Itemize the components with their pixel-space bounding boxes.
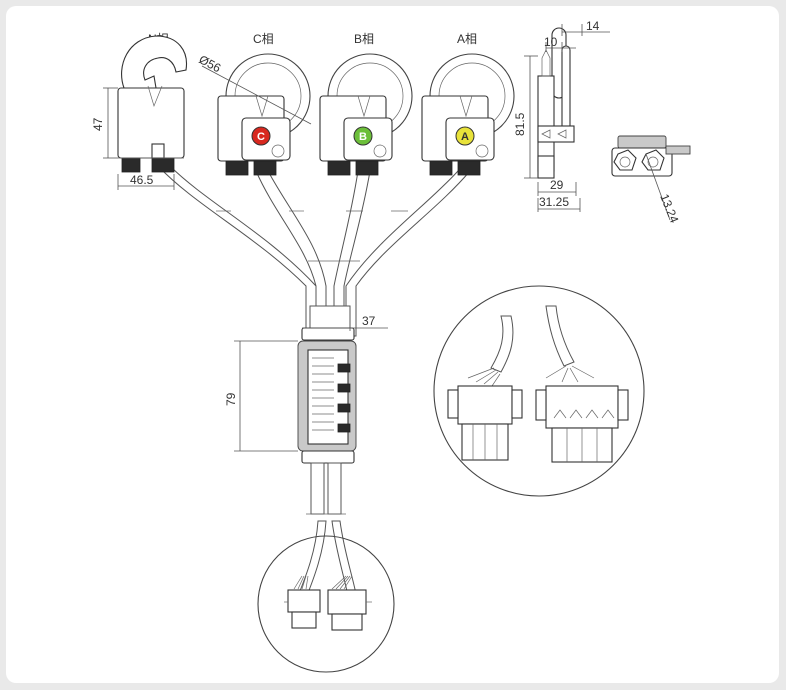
dimension-29-label: 29 bbox=[550, 178, 564, 192]
ct-clamp-c bbox=[217, 53, 311, 176]
dimension-10-label: 10 bbox=[544, 35, 558, 49]
dimension-31-25: 31.25 bbox=[537, 195, 581, 212]
lower-cables bbox=[297, 462, 357, 599]
phase-badge-a-icon: A bbox=[455, 126, 475, 146]
connector-housing bbox=[297, 305, 357, 464]
dimension-29: 29 bbox=[537, 178, 577, 196]
dimension-31-25-label: 31.25 bbox=[539, 195, 569, 209]
ct-end-view: 13.24 bbox=[611, 135, 691, 225]
drawing-card: N相 C相 B相 A相 C bbox=[6, 6, 779, 683]
dimension-46-5-label: 46.5 bbox=[130, 173, 154, 187]
phase-badge-c-icon: C bbox=[251, 126, 271, 146]
dimension-47: 47 bbox=[91, 87, 118, 159]
phase-badge-b-label: B bbox=[359, 131, 367, 143]
phase-badge-b-icon: B bbox=[353, 126, 373, 146]
dimension-47-label: 47 bbox=[91, 117, 105, 131]
detail-circle-large bbox=[433, 285, 645, 497]
dimension-46-5: 46.5 bbox=[117, 173, 175, 190]
dimension-diameter-56-label: Ø56 bbox=[197, 52, 224, 75]
wiring-diagram: N相 C相 B相 A相 C bbox=[91, 19, 691, 673]
phase-badge-c-label: C bbox=[257, 131, 265, 143]
dimension-14: 14 bbox=[561, 19, 610, 36]
phase-label-a: A相 bbox=[457, 32, 477, 46]
dimension-79-label: 79 bbox=[224, 392, 238, 406]
dimension-10: 10 bbox=[544, 35, 576, 52]
dimension-14-label: 14 bbox=[586, 19, 600, 33]
ct-side-view bbox=[537, 27, 575, 179]
ct-clamp-b bbox=[319, 53, 413, 176]
phase-label-c: C相 bbox=[253, 32, 274, 46]
detail-circle-small bbox=[257, 535, 395, 673]
ct-clamp-a bbox=[421, 53, 515, 176]
dimension-37-label: 37 bbox=[362, 314, 376, 328]
dimension-81-5: 81.5 bbox=[513, 55, 538, 179]
dimension-37: 37 bbox=[302, 314, 388, 331]
ct-clamp-n bbox=[117, 35, 188, 173]
dimension-79: 79 bbox=[224, 340, 298, 452]
phase-label-b: B相 bbox=[354, 32, 374, 46]
phase-badge-a-label: A bbox=[461, 131, 469, 143]
dimension-81-5-label: 81.5 bbox=[513, 112, 527, 136]
dimension-13-24-label: 13.24 bbox=[657, 192, 681, 225]
